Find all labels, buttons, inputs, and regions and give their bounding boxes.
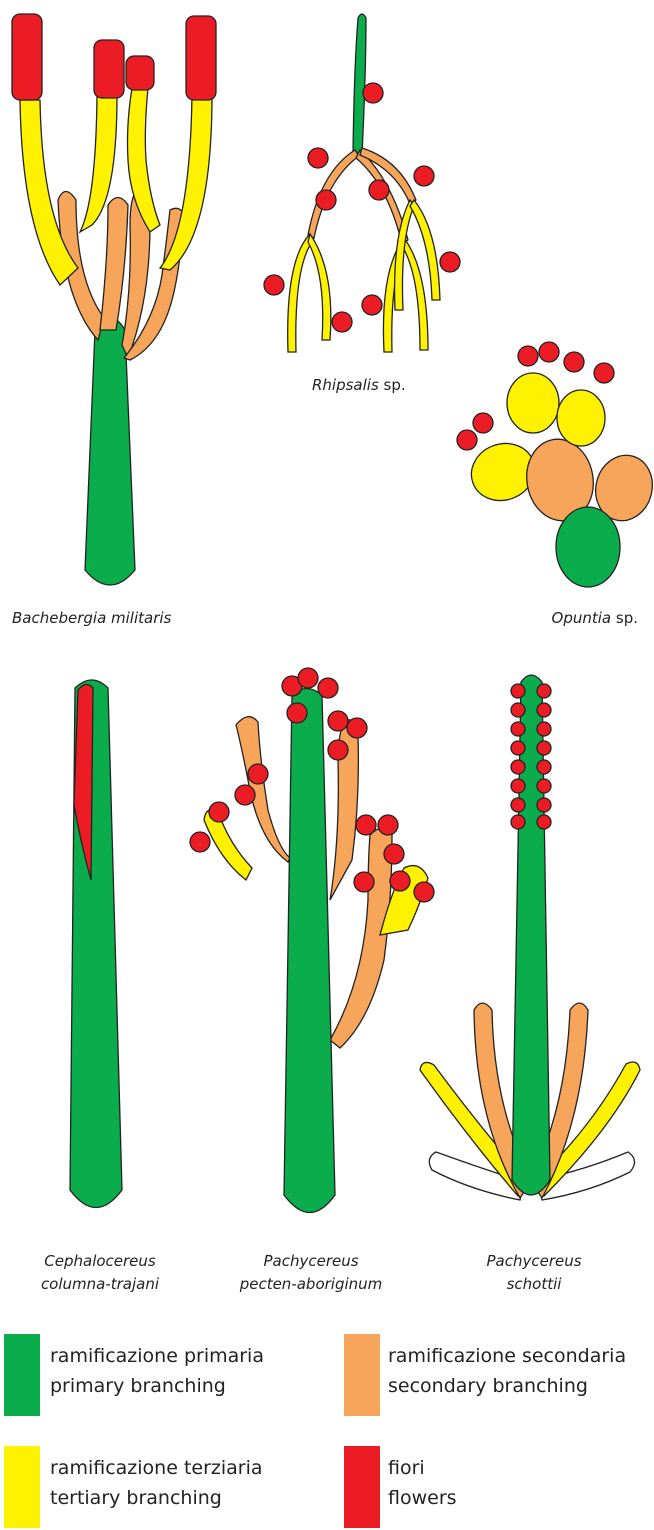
pecten-flower: [318, 678, 338, 698]
legend: ramificazione primaria primary branching…: [4, 1334, 626, 1528]
opuntia-flower: [518, 346, 538, 366]
rhipsalis-flower: [440, 252, 460, 272]
rhipsalis-primary-stem: [353, 14, 366, 155]
rhipsalis-flower: [332, 312, 352, 332]
schottii-flower: [511, 760, 525, 774]
opuntia-tertiary-pad: [507, 373, 559, 433]
schottii-plant: [420, 675, 640, 1200]
schottii-flower: [537, 798, 551, 812]
bachebergia-flower: [186, 16, 216, 100]
legend-secondary-en: secondary branching: [388, 1375, 588, 1397]
schottii-flower: [537, 684, 551, 698]
schottii-flower: [537, 703, 551, 717]
schottii-flower: [537, 815, 551, 829]
schottii-flower: [511, 703, 525, 717]
schottii-flower: [537, 760, 551, 774]
pecten-flower: [414, 882, 434, 902]
rhipsalis-flower: [414, 166, 434, 186]
schottii-flower: [511, 815, 525, 829]
rhipsalis-flower: [363, 83, 383, 103]
legend-item-flowers: fiori flowers: [344, 1446, 457, 1528]
opuntia-plant: [457, 342, 654, 587]
bachebergia-plant: [12, 14, 216, 585]
legend-tertiary-en: tertiary branching: [50, 1487, 222, 1509]
legend-swatch-secondary: [344, 1334, 380, 1416]
pecten-flower: [347, 718, 367, 738]
opuntia-flower: [457, 430, 477, 450]
schottii-flower: [511, 741, 525, 755]
legend-item-primary: ramificazione primaria primary branching: [4, 1334, 264, 1416]
opuntia-label: Opuntia sp.: [552, 609, 638, 627]
legend-flowers-en: flowers: [388, 1487, 457, 1509]
legend-swatch-tertiary: [4, 1446, 40, 1528]
pecten-flower: [235, 785, 255, 805]
opuntia-flower: [594, 363, 614, 383]
pecten-label-line2: pecten-aboriginum: [239, 1275, 383, 1293]
schottii-flower: [511, 684, 525, 698]
pachycereus-pecten-plant: [190, 668, 434, 1213]
rhipsalis-flower: [369, 180, 389, 200]
opuntia-flower: [539, 342, 559, 362]
pecten-tertiary-branch-left: [204, 810, 252, 880]
bachebergia-secondary-branch: [100, 198, 128, 331]
cephalocereus-plant: [70, 680, 122, 1208]
pecten-flower: [328, 740, 348, 760]
rhipsalis-flower: [362, 295, 382, 315]
pecten-flower: [354, 872, 374, 892]
rhipsalis-tertiary-branch: [410, 200, 440, 300]
pecten-flower: [248, 764, 268, 784]
schottii-label-line2: schottii: [507, 1275, 563, 1293]
legend-swatch-flowers: [344, 1446, 380, 1528]
opuntia-primary-pad: [556, 507, 620, 587]
schottii-label-line1: Pachycereus: [486, 1252, 581, 1270]
rhipsalis-label: Rhipsalis sp.: [312, 376, 406, 394]
schottii-flower: [537, 741, 551, 755]
pecten-flower: [356, 815, 376, 835]
pecten-flower: [328, 711, 348, 731]
bachebergia-flower: [126, 56, 154, 90]
rhipsalis-tertiary-branch: [402, 238, 428, 350]
schottii-flower: [537, 722, 551, 736]
opuntia-tertiary-pad: [557, 390, 605, 446]
pecten-flower: [378, 815, 398, 835]
rhipsalis-tertiary-branch: [288, 234, 312, 352]
legend-swatch-primary: [4, 1334, 40, 1416]
rhipsalis-flower: [308, 148, 328, 168]
schottii-flower: [537, 779, 551, 793]
pecten-flower: [209, 802, 229, 822]
bachebergia-flower: [94, 40, 124, 98]
pecten-flower: [390, 871, 410, 891]
rhipsalis-tertiary-branch: [308, 234, 331, 340]
pecten-flower: [190, 832, 210, 852]
pecten-primary-stem: [284, 689, 335, 1213]
legend-tertiary-it: ramificazione terziaria: [50, 1457, 263, 1479]
opuntia-flower: [473, 413, 493, 433]
legend-primary-it: ramificazione primaria: [50, 1345, 264, 1367]
legend-flowers-it: fiori: [388, 1457, 425, 1479]
opuntia-flower: [564, 352, 584, 372]
cephalocereus-label-line1: Cephalocereus: [44, 1252, 156, 1270]
pecten-flower: [298, 668, 318, 688]
schottii-flower: [511, 722, 525, 736]
legend-item-tertiary: ramificazione terziaria tertiary branchi…: [4, 1446, 263, 1528]
rhipsalis-flower: [264, 275, 284, 295]
schottii-flower: [511, 779, 525, 793]
pecten-flower: [287, 703, 307, 723]
legend-item-secondary: ramificazione secondaria secondary branc…: [344, 1334, 626, 1416]
cephalocereus-label-line2: columna-trajani: [41, 1275, 160, 1293]
pecten-label-line1: Pachycereus: [263, 1252, 358, 1270]
rhipsalis-flower: [316, 190, 336, 210]
rhipsalis-plant: [264, 14, 460, 352]
bachebergia-label: Bachebergia militaris: [12, 609, 172, 627]
pecten-flower: [384, 844, 404, 864]
legend-secondary-it: ramificazione secondaria: [388, 1345, 626, 1367]
bachebergia-flower: [12, 14, 42, 100]
schottii-flower: [511, 798, 525, 812]
legend-primary-en: primary branching: [50, 1375, 226, 1397]
